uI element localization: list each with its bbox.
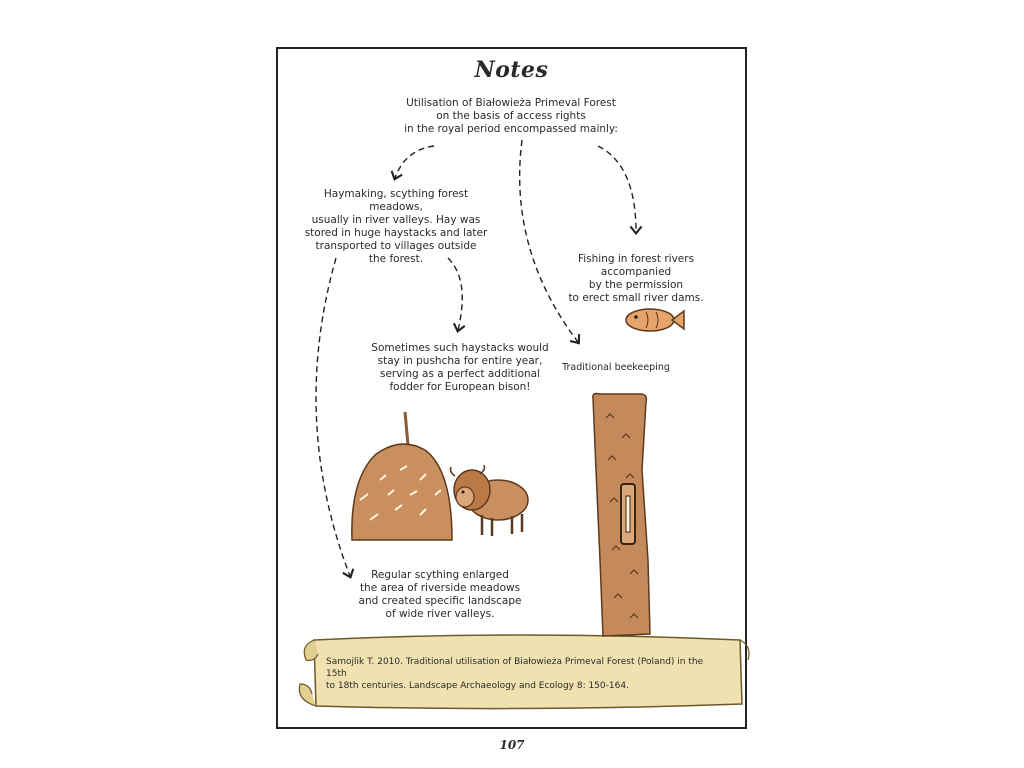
tree-trunk-illustration [592,392,651,637]
fishing-line: Fishing in forest rivers [577,253,695,265]
haystacks-text: Sometimes such haystacks would stay in p… [370,342,550,394]
arrow-to-haystacks [447,257,466,333]
fishing-line: accompanied [600,266,672,278]
reference-line: Samojlik T. 2010. Traditional utilisatio… [326,657,704,679]
page-title: Notes [474,57,549,83]
intro-line: in the royal period encompassed mainly: [404,123,618,135]
scything-text: Regular scything enlarged the area of ri… [350,569,530,621]
fishing-line: by the permission [588,279,684,291]
page-frame [276,47,747,729]
arrow-to-haymaking [390,145,435,181]
haymaking-line: transported to villages outside [315,240,477,252]
reference-line: to 18th centuries. Landscape Archaeology… [326,681,629,691]
haystacks-line: fodder for European bison! [389,381,531,393]
arrow-to-fishing [597,145,643,236]
arrow-to-beekeeping [519,139,581,345]
page-number: 107 [499,738,525,752]
scything-line: Regular scything enlarged [371,569,509,581]
fishing-line: to erect small river dams. [568,292,704,304]
intro-text: Utilisation of Białowieża Primeval Fores… [376,97,646,136]
haymaking-line: stored in huge haystacks and later [304,227,488,239]
haystack-illustration [351,411,453,541]
reference-citation: Samojlik T. 2010. Traditional utilisatio… [326,656,726,692]
arrow-to-scything [315,257,355,579]
fishing-text: Fishing in forest rivers accompanied by … [566,253,706,305]
bison-illustration [449,464,529,536]
dashed-arrows [315,139,643,579]
fish-illustration [625,308,685,332]
beekeeping-label: Traditional beekeeping [562,362,670,373]
haymaking-line: the forest. [368,253,424,265]
haystacks-line: Sometimes such haystacks would [371,342,549,354]
intro-line: on the basis of access rights [436,110,586,122]
scything-line: the area of riverside meadows [359,582,521,594]
haymaking-text: Haymaking, scything forest meadows, usua… [296,188,496,266]
intro-line: Utilisation of Białowieża Primeval Fores… [406,97,616,109]
haymaking-line: usually in river valleys. Hay was [311,214,481,226]
scything-line: and created specific landscape [358,595,522,607]
haystacks-line: serving as a perfect additional [379,368,541,380]
haymaking-line: Haymaking, scything forest meadows, [323,188,469,213]
scything-line: of wide river valleys. [385,608,495,620]
haystacks-line: stay in pushcha for entire year, [377,355,543,367]
reference-scroll [298,634,750,710]
